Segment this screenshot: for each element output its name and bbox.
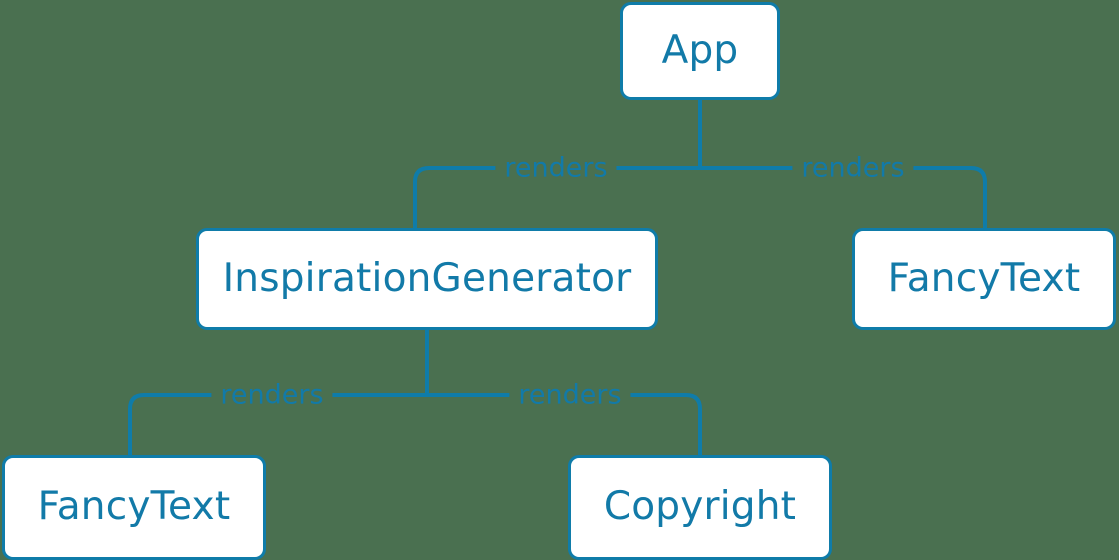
node-copyright[interactable]: Copyright xyxy=(568,455,832,560)
edge-label-app-to-fancytext-right: renders xyxy=(792,154,914,182)
node-inspiration-generator-label: InspirationGenerator xyxy=(222,255,632,301)
edge-label-inspiration-generator-to-fancytext-bottom: renders xyxy=(211,381,333,409)
edge-label-app-to-inspiration-generator: renders xyxy=(495,154,617,182)
node-inspiration-generator[interactable]: InspirationGenerator xyxy=(196,228,658,330)
node-fancytext-right-label: FancyText xyxy=(887,255,1081,301)
node-app-label: App xyxy=(661,27,739,73)
node-fancytext-right[interactable]: FancyText xyxy=(852,228,1116,330)
node-fancytext-bottom-label: FancyText xyxy=(37,484,231,529)
edge-label-inspiration-generator-to-copyright: renders xyxy=(509,381,631,409)
node-app[interactable]: App xyxy=(620,2,780,100)
node-fancytext-bottom[interactable]: FancyText xyxy=(2,455,266,560)
node-copyright-label: Copyright xyxy=(603,484,797,529)
